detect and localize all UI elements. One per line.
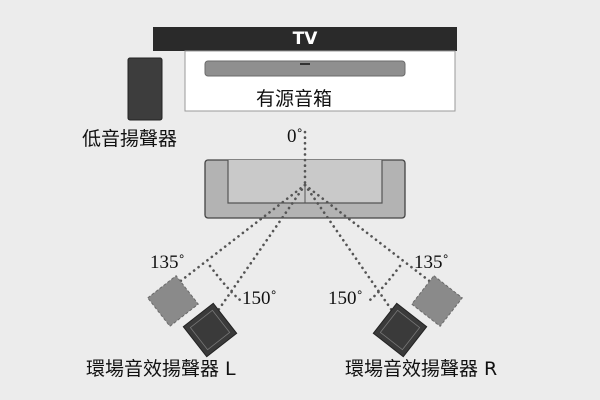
arc-left [208,264,242,302]
line-left-inner [176,183,307,285]
angle-right-inner: 150˚ [328,288,363,309]
rear-right-label: 環場音效揚聲器 R [345,358,498,380]
rear-left-alt-speaker-icon [147,275,199,327]
angle-left-inner: 135˚ [150,252,185,273]
angle-right-outer: 135˚ [414,252,449,273]
soundbar-label: 有源音箱 [256,88,333,110]
arc-right [368,264,402,302]
rear-right-alt-speaker-icon [411,275,463,327]
angle-front: 0˚ [287,126,303,147]
rear-right-speaker-icon [372,302,428,358]
rear-left-speaker-icon [182,302,238,358]
tv-label: TV [292,29,318,49]
line-right-inner [303,183,434,285]
angle-left-outer: 150˚ [242,288,277,309]
rear-left-label: 環場音效揚聲器 L [86,358,236,380]
subwoofer-icon [127,57,163,121]
subwoofer-label: 低音揚聲器 [82,128,178,150]
listening-lines [176,130,434,314]
soundbar-icon [204,60,406,77]
tv-bar [153,27,457,51]
